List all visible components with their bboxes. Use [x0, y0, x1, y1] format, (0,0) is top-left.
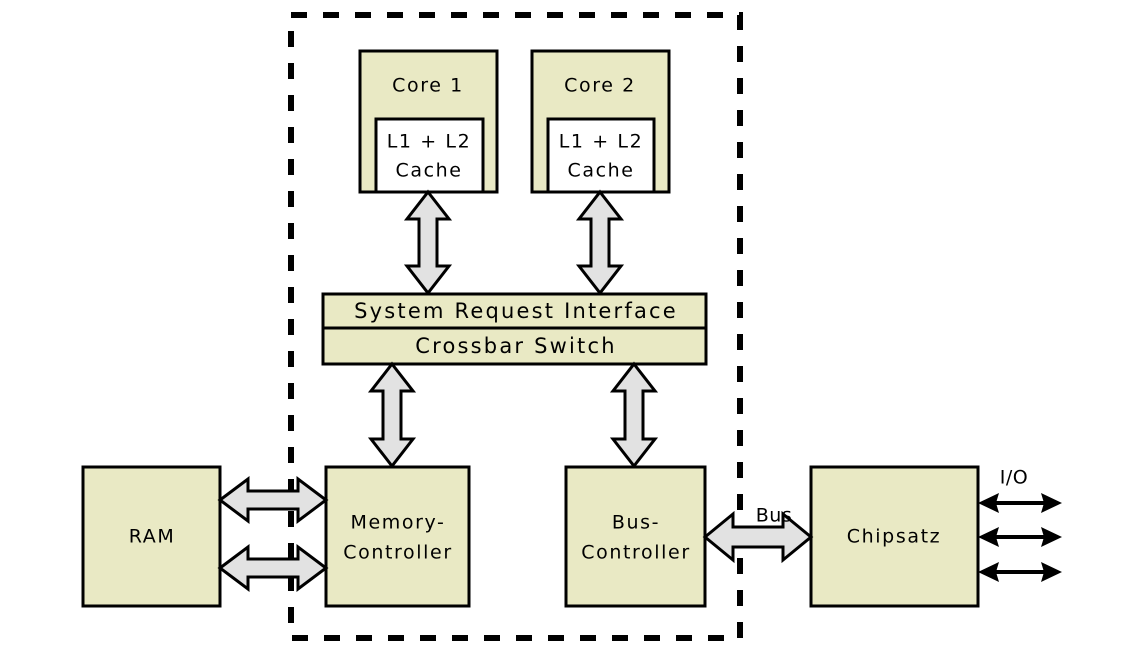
system-request-interface-label: System Request Interface: [354, 299, 678, 323]
chipsatz-block: Chipsatz: [809, 465, 980, 608]
ram-label: RAM: [129, 526, 176, 548]
chipsatz-box: [809, 465, 980, 608]
core-2-block: Core 2 L1 + L2 Cache: [530, 49, 671, 194]
cpu-die-dashed-boundary: [288, 12, 743, 641]
core-1-cache-box: [374, 117, 485, 194]
core-1-to-sri-arrow: [403, 189, 453, 296]
bus-controller-label-line1: Bus-: [612, 512, 660, 534]
core-1-block: Core 1 L1 + L2 Cache: [358, 49, 499, 194]
core-2-to-sri-arrow: [575, 189, 625, 296]
memory-controller-label-line2: Controller: [343, 542, 452, 564]
crossbar-to-bus-controller-arrow: [609, 361, 659, 469]
system-request-interface-block: System Request Interface: [321, 292, 708, 330]
chipsatz-io-arrow-1: [978, 493, 1062, 513]
ram-to-memory-controller-lower-arrow: [217, 544, 329, 592]
chipsatz-label: Chipsatz: [847, 526, 941, 548]
chipsatz-io-arrow-3: [978, 562, 1062, 582]
ram-to-memory-controller-upper-arrow: [217, 476, 329, 524]
memory-controller-box: [324, 465, 471, 608]
core-2-cache-label-line1: L1 + L2: [559, 131, 644, 153]
core-1-cache-label-line1: L1 + L2: [387, 131, 472, 153]
bus-label: Bus: [756, 505, 792, 527]
core-2-cache-box: [546, 117, 656, 194]
io-label: I/O: [1000, 467, 1028, 489]
core-2-cache-label-line2: Cache: [567, 160, 634, 182]
ram-box: [81, 465, 222, 608]
ram-block: RAM: [81, 465, 222, 608]
bus-controller-to-chipsatz-arrow: [702, 510, 814, 564]
chipsatz-io-arrow-2: [978, 527, 1062, 547]
memory-controller-block: Memory- Controller: [324, 465, 471, 608]
bus-controller-label-line2: Controller: [581, 542, 690, 564]
core-1-label: Core 1: [392, 75, 464, 97]
crossbar-switch-label: Crossbar Switch: [415, 334, 617, 358]
crossbar-switch-block: Crossbar Switch: [321, 326, 708, 366]
bus-controller-block: Bus- Controller: [564, 465, 707, 608]
memory-controller-label-line1: Memory-: [351, 512, 446, 534]
crossbar-to-memory-controller-arrow: [367, 361, 417, 469]
crossbar-switch-box: [321, 326, 708, 366]
core-1-cache-label-line2: Cache: [395, 160, 462, 182]
system-request-interface-box: [321, 292, 708, 330]
bus-controller-box: [564, 465, 707, 608]
core-2-label: Core 2: [564, 75, 636, 97]
